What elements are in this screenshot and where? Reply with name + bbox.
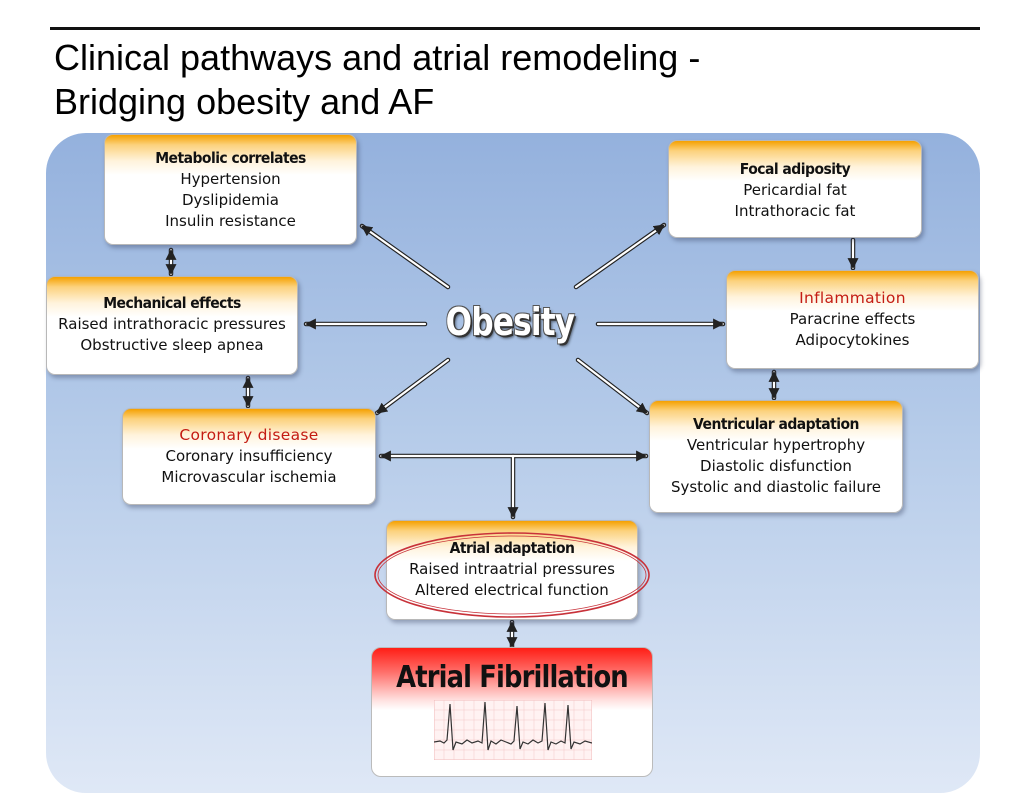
atrial-fibrillation-box: Atrial Fibrillation	[371, 647, 653, 777]
ecg-strip-icon	[434, 700, 592, 760]
box-heading: Inflammation	[799, 289, 906, 307]
box-line: Ventricular hypertrophy	[686, 436, 866, 454]
box-line: Coronary insufficiency	[165, 447, 333, 465]
box-line: Pericardial fat	[743, 181, 847, 199]
box-line: Diastolic disfunction	[700, 457, 852, 475]
box-line: Systolic and diastolic failure	[670, 478, 882, 496]
metabolic-correlates-box: Metabolic correlates Hypertension Dyslip…	[104, 134, 357, 245]
mechanical-effects-box: Mechanical effects Raised intrathoracic …	[46, 276, 298, 375]
box-line: Microvascular ischemia	[161, 468, 337, 486]
box-line: Paracrine effects	[789, 310, 916, 328]
box-heading: Mechanical effects	[103, 294, 241, 312]
focal-adiposity-box: Focal adiposity Pericardial fat Intratho…	[668, 140, 922, 238]
box-line: Hypertension	[180, 170, 281, 188]
slide-title-line-1: Clinical pathways and atrial remodeling …	[54, 37, 701, 78]
box-heading: Ventricular adaptation	[693, 415, 859, 433]
box-line: Obstructive sleep apnea	[80, 336, 264, 354]
slide-title-line-2: Bridging obesity and AF	[54, 81, 435, 122]
box-heading: Metabolic correlates	[155, 149, 306, 167]
atrial-adaptation-box: Atrial adaptation Raised intraatrial pre…	[386, 520, 638, 620]
slide-title: Clinical pathways and atrial remodeling …	[54, 36, 954, 124]
box-line: Dyslipidemia	[182, 191, 279, 209]
box-line: Insulin resistance	[165, 212, 296, 230]
box-line: Altered electrical function	[415, 581, 609, 599]
box-line: Intrathoracic fat	[734, 202, 856, 220]
coronary-disease-box: Coronary disease Coronary insufficiency …	[122, 408, 376, 505]
box-line: Raised intraatrial pressures	[409, 560, 615, 578]
box-line: Raised intrathoracic pressures	[58, 315, 286, 333]
atrial-fibrillation-label: Atrial Fibrillation	[396, 660, 628, 695]
ventricular-adaptation-box: Ventricular adaptation Ventricular hyper…	[649, 400, 903, 513]
title-rule	[50, 27, 980, 30]
box-heading: Atrial adaptation	[449, 539, 575, 557]
box-line: Adipocytokines	[795, 331, 910, 349]
inflammation-box: Inflammation Paracrine effects Adipocyto…	[726, 270, 979, 369]
box-heading: Coronary disease	[179, 426, 319, 444]
obesity-center-label: Obesity	[445, 300, 575, 344]
box-heading: Focal adiposity	[739, 160, 851, 178]
